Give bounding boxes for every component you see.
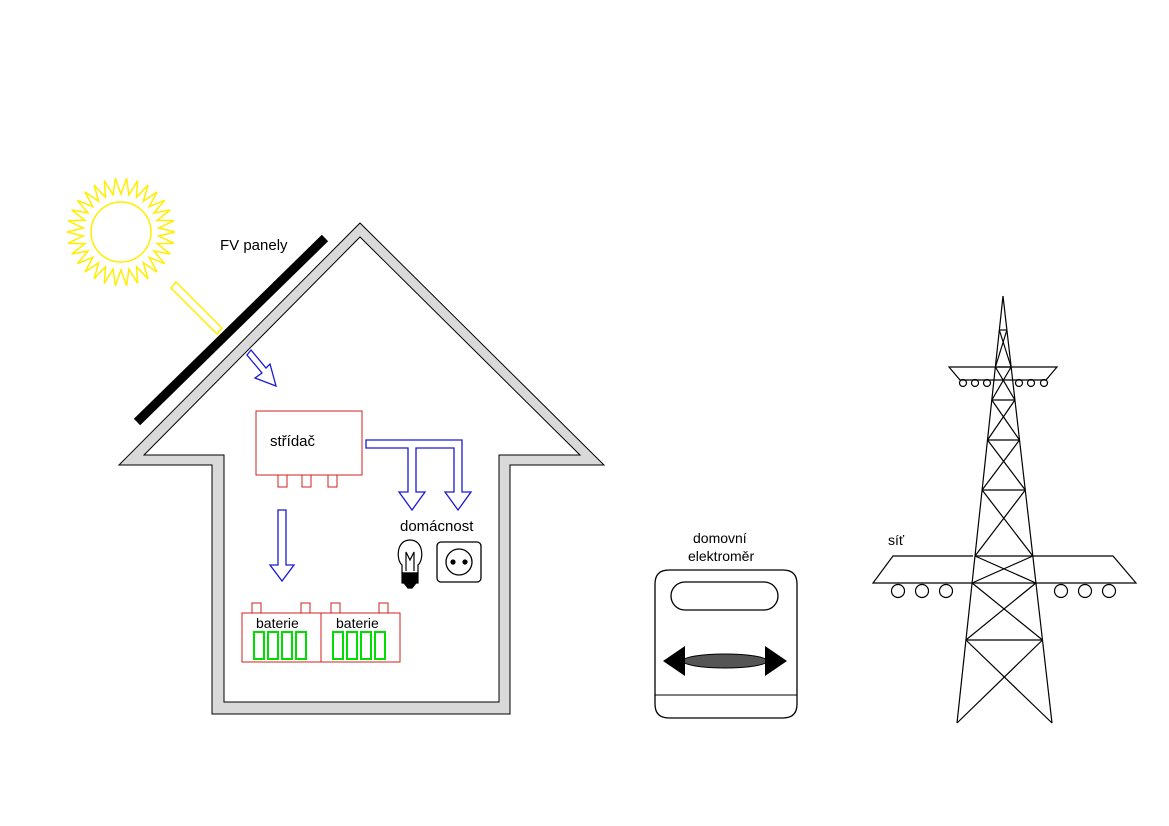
pylon-lattice-bar — [974, 489, 1026, 557]
pylon-lattice-bar — [994, 366, 1016, 401]
battery-cell — [332, 631, 344, 660]
meter-label-line1: domovní — [693, 530, 747, 546]
inverter — [255, 410, 363, 488]
insulator — [1077, 583, 1093, 599]
sun-beam — [169, 280, 224, 336]
pylon-lattice-bar — [974, 555, 1037, 584]
insulator — [914, 583, 930, 599]
battery-1-label: baterie — [256, 615, 299, 631]
insulator — [1101, 583, 1117, 599]
pylon-lattice-bar — [994, 329, 1008, 368]
pylon-lattice-bar — [981, 439, 1020, 491]
pylon-lattice-bar — [981, 489, 1034, 557]
inverter-label: střídač — [270, 433, 316, 450]
pylon-lattice-bar — [971, 582, 1043, 641]
grid-label: síť — [888, 532, 905, 548]
meter-label-line2: elektroměr — [688, 548, 754, 564]
pylon-lattice-bar — [987, 439, 1026, 491]
battery-cell — [253, 631, 265, 660]
battery-cell — [360, 631, 372, 660]
pylon-lattice-bar — [956, 639, 1043, 724]
insulator — [1014, 378, 1024, 388]
flow-arrow-to-household — [365, 439, 473, 512]
insulator — [958, 378, 968, 388]
house-outline — [117, 222, 606, 715]
pylon-lattice-bar — [991, 399, 1020, 441]
pylon-lattice-bar — [965, 582, 1037, 641]
pylon-lattice-bar — [987, 399, 1016, 441]
sun-icon — [66, 178, 176, 286]
battery-cell — [374, 631, 386, 660]
insulator — [970, 378, 980, 388]
insulator — [1053, 583, 1069, 599]
electricity-meter-icon — [654, 569, 798, 719]
insulator — [982, 378, 992, 388]
insulator — [1026, 378, 1036, 388]
flow-arrow-panel-to-inverter — [246, 348, 277, 388]
battery-cell — [267, 631, 279, 660]
battery-cell — [346, 631, 358, 660]
flow-arrow-to-battery — [268, 509, 296, 583]
energy-flow-arrows — [246, 348, 473, 583]
insulator — [1039, 378, 1049, 388]
household-label: domácnost — [400, 518, 474, 535]
insulator — [890, 583, 906, 599]
pylon-lattice-bar — [991, 366, 1012, 401]
power-socket-icon — [436, 541, 482, 583]
insulator — [938, 583, 954, 599]
battery-cell — [295, 631, 307, 660]
power-pylon-icon — [871, 295, 1138, 724]
light-bulb-icon — [397, 539, 423, 589]
battery-2-label: baterie — [336, 615, 379, 631]
pylon-lattice-bar — [971, 555, 1034, 584]
pylon-lattice-bar — [965, 639, 1053, 724]
battery-pack — [241, 602, 401, 663]
pylon-lattice-bar — [998, 329, 1012, 368]
pv-panel — [133, 234, 329, 426]
panels-label: FV panely — [220, 237, 288, 254]
battery-cell — [281, 631, 293, 660]
